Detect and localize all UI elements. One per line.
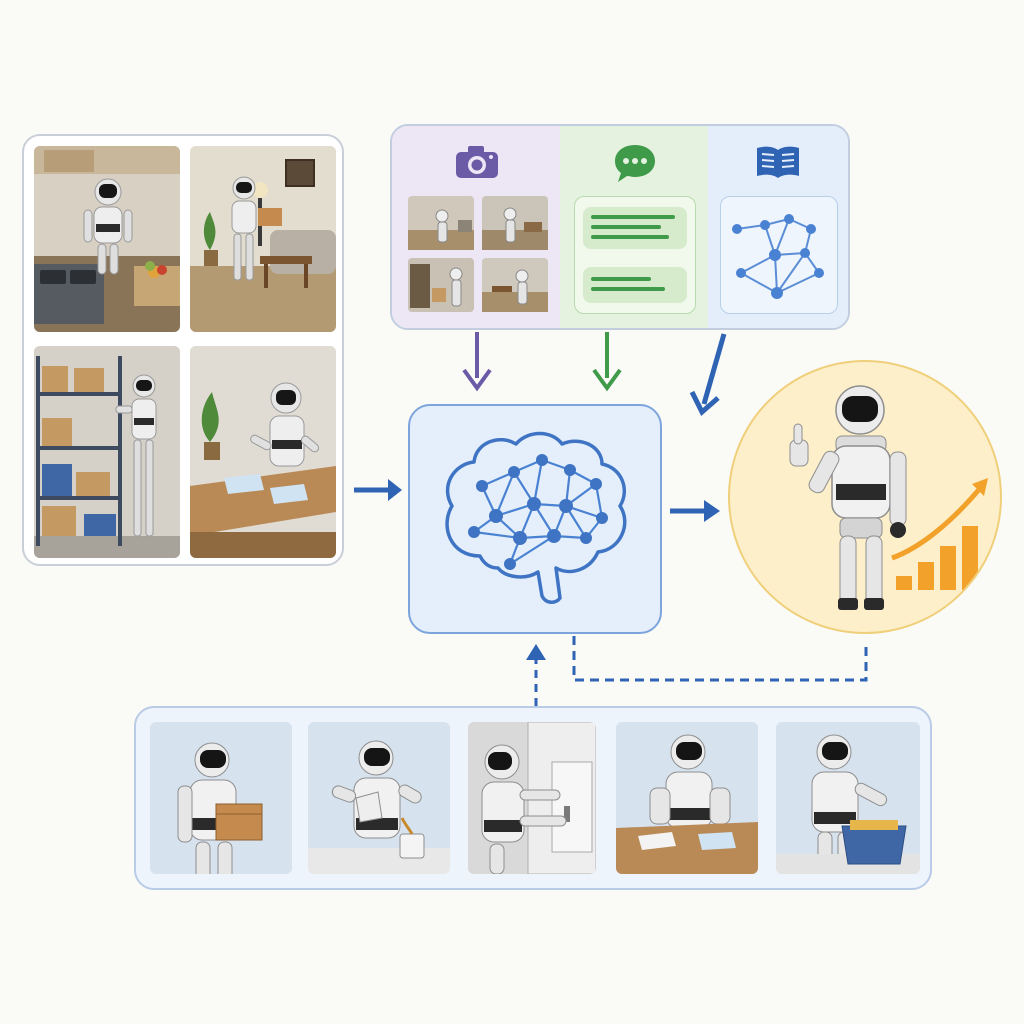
skill-wipe-table	[616, 722, 758, 874]
outcome-circle	[728, 360, 1002, 634]
robot-figure	[115, 374, 157, 537]
vision-thumb	[482, 196, 548, 250]
skills-panel	[134, 706, 932, 890]
camera-icon	[456, 146, 498, 178]
vision-arrow	[462, 332, 492, 392]
skill-open-cabinet	[468, 722, 596, 874]
vision-thumb	[408, 196, 474, 250]
scene-warehouse	[34, 346, 180, 558]
robot-figure	[83, 178, 133, 275]
brain-network-icon	[445, 431, 627, 604]
language-text-card	[574, 196, 696, 314]
model-to-outcome-arrow	[670, 500, 720, 522]
vision-thumb	[482, 258, 548, 312]
model-box	[408, 404, 662, 634]
scene-office-desk	[190, 346, 336, 558]
skills-to-model-arrow	[526, 644, 546, 706]
language-arrow	[592, 332, 622, 392]
robot-figure	[250, 382, 320, 467]
feedback-loop-arrow	[572, 636, 868, 682]
environment-to-model-arrow	[354, 479, 402, 501]
scene-living-room	[190, 146, 336, 332]
modalities-panel	[390, 124, 850, 330]
knowledge-arrow	[689, 333, 727, 417]
open-book-icon	[757, 146, 799, 178]
thumbs-up-robot-icon	[789, 385, 907, 610]
vision-thumb	[408, 258, 474, 312]
growth-chart-icon	[891, 478, 988, 590]
skill-sort-bin	[776, 722, 920, 874]
environment-panel	[22, 134, 344, 566]
skill-carry-box	[150, 722, 292, 874]
chat-bubble-icon	[615, 145, 655, 182]
knowledge-graph-card	[720, 196, 838, 314]
skill-pour-cup	[308, 722, 450, 874]
scene-kitchen	[34, 146, 180, 332]
robot-figure	[231, 176, 282, 281]
